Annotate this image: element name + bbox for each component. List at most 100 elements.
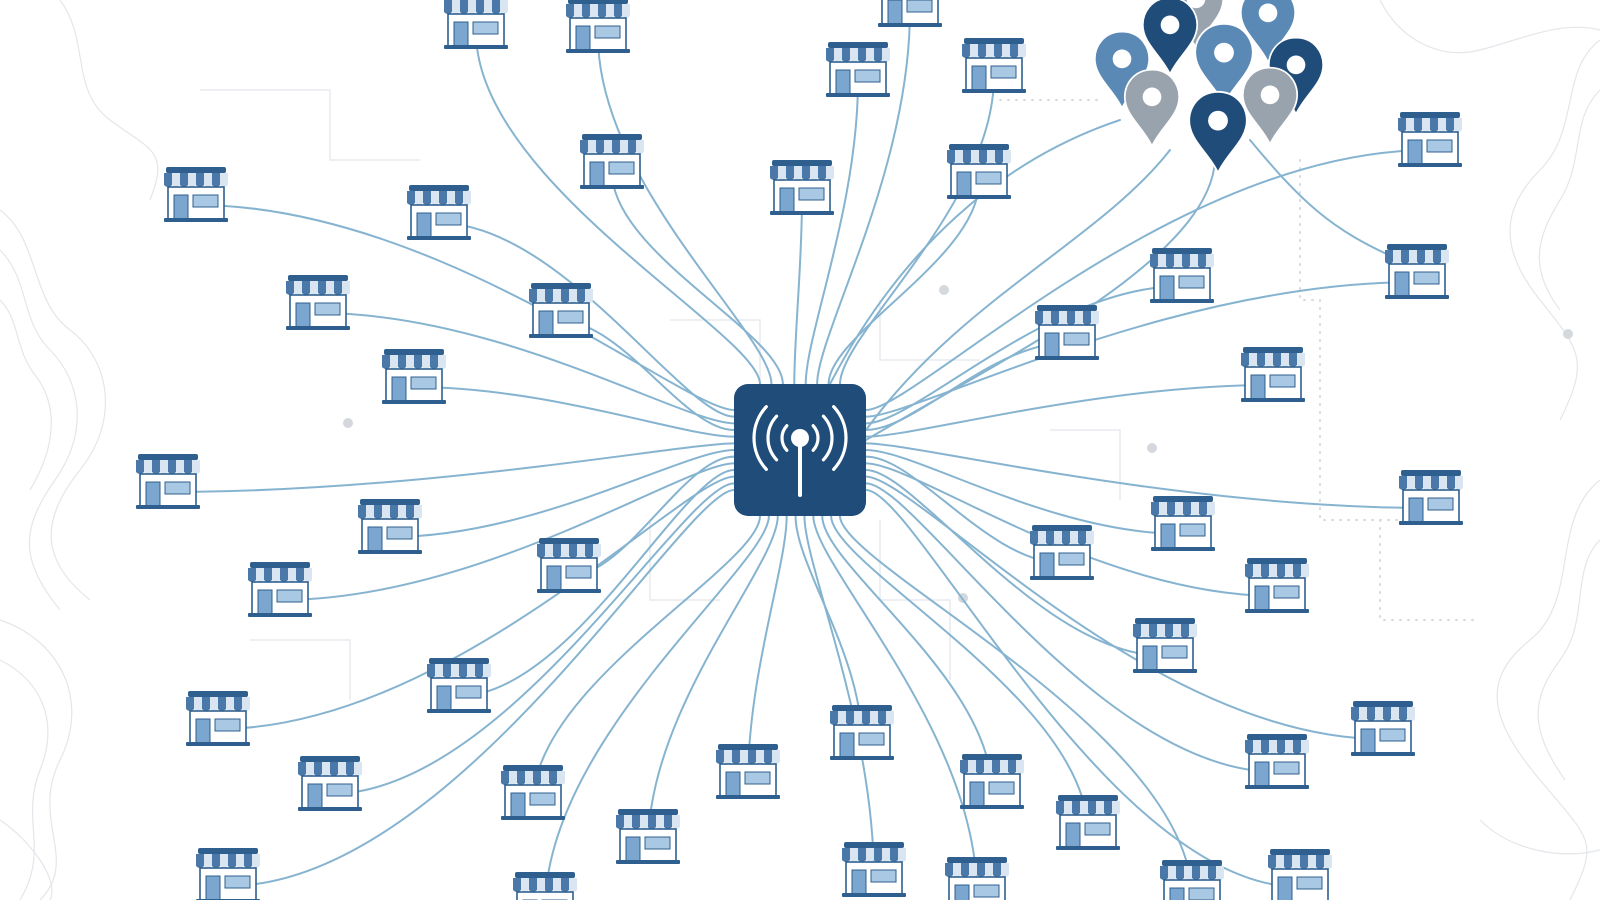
connection-line [544,515,770,900]
storefront-icon [501,765,565,820]
connection-line [829,119,1121,385]
storefront-icon [830,705,894,760]
street-outline [1050,429,1121,500]
connection-line [865,285,1183,425]
dotted-path [1379,519,1481,621]
connection-line [865,149,1171,431]
contour-line [0,659,49,900]
storefront-icon [513,872,577,900]
connection-line [804,79,859,385]
storefront-icon [537,538,601,593]
street-outline [670,319,761,390]
connection-lines [167,9,1432,900]
connection-line [816,9,911,385]
connection-line [647,515,779,848]
connection-line [317,312,735,425]
map-node-dot [1147,443,1157,453]
location-pin-icon [1267,36,1325,117]
storefront-icon [826,42,890,97]
storefront-icon [770,160,834,215]
street-outline [200,89,420,161]
storefront-icon [196,848,260,900]
street-outline [879,520,951,680]
storefront-icon [1245,734,1309,789]
map-node-dot [1563,329,1573,339]
connection-line [865,281,1418,418]
storefront-icon [1351,701,1415,756]
connection-line [747,515,788,783]
central-hub [734,384,866,516]
contour-line [0,249,78,611]
connection-line [389,449,735,538]
storefront-icon [1030,525,1094,580]
storefront-icon [945,857,1009,900]
location-pin-icon [1239,0,1297,65]
contour-line [1537,539,1600,781]
contour-line [0,299,52,491]
connection-line [532,515,761,804]
connection-line [329,482,735,795]
contour-line [59,0,159,201]
connection-line [413,386,735,438]
contour-line [1496,479,1600,900]
storefront-icon [407,185,471,240]
storefront-icon [580,134,644,189]
map-node-dot [939,285,949,295]
connection-line [227,489,735,887]
connection-line [812,515,978,896]
storefront-icon [444,0,508,49]
wireless-broadcast-icon [734,384,866,516]
storefront-icon [1268,849,1332,900]
connection-line [865,149,1431,411]
location-pin-icon [1093,30,1151,111]
location-pin-icon [1241,66,1299,147]
connection-line [865,384,1274,438]
connection-line [839,75,995,385]
connection-line [839,515,1193,899]
storefront-icon [716,744,780,799]
storefront-icon [842,842,906,897]
storefront-icon [1385,244,1449,299]
map-node-dot [343,418,353,428]
connection-line [597,35,773,385]
storefront-icon [1056,795,1120,850]
storefront-icon [186,691,250,746]
store-nodes [136,0,1463,900]
connection-line [803,515,875,881]
location-pin-icon [1123,68,1181,149]
connection-line [827,181,980,385]
storefront-icon [529,283,593,338]
storefront-icon [248,562,312,617]
connection-line [865,455,1063,564]
storefront-icon [947,144,1011,199]
storefront-icon [1151,496,1215,551]
location-pin-cluster [1093,0,1325,175]
connection-line [793,197,803,385]
dotted-path [1299,159,1441,521]
connection-line [821,515,993,793]
storefront-icon [298,756,362,811]
street-outline [250,639,351,700]
connection-line [475,31,761,385]
connection-line [865,442,1432,509]
storefront-icon [427,658,491,713]
storefront-icon [286,275,350,330]
storefront-icon [878,0,942,27]
storefront-icon [1133,618,1197,673]
storefront-icon [1241,347,1305,402]
street-outline [879,300,980,361]
storefront-icon [358,499,422,554]
storefront-icon [1160,860,1224,900]
connection-line [865,482,1278,773]
storefront-icon [1245,558,1309,613]
storefront-icon [962,38,1026,93]
connection-line [217,475,735,730]
connection-line [830,515,1089,834]
location-pin-icon [1141,0,1199,77]
connection-line [438,222,735,418]
contour-line [0,619,73,900]
storefront-icon [136,454,200,509]
